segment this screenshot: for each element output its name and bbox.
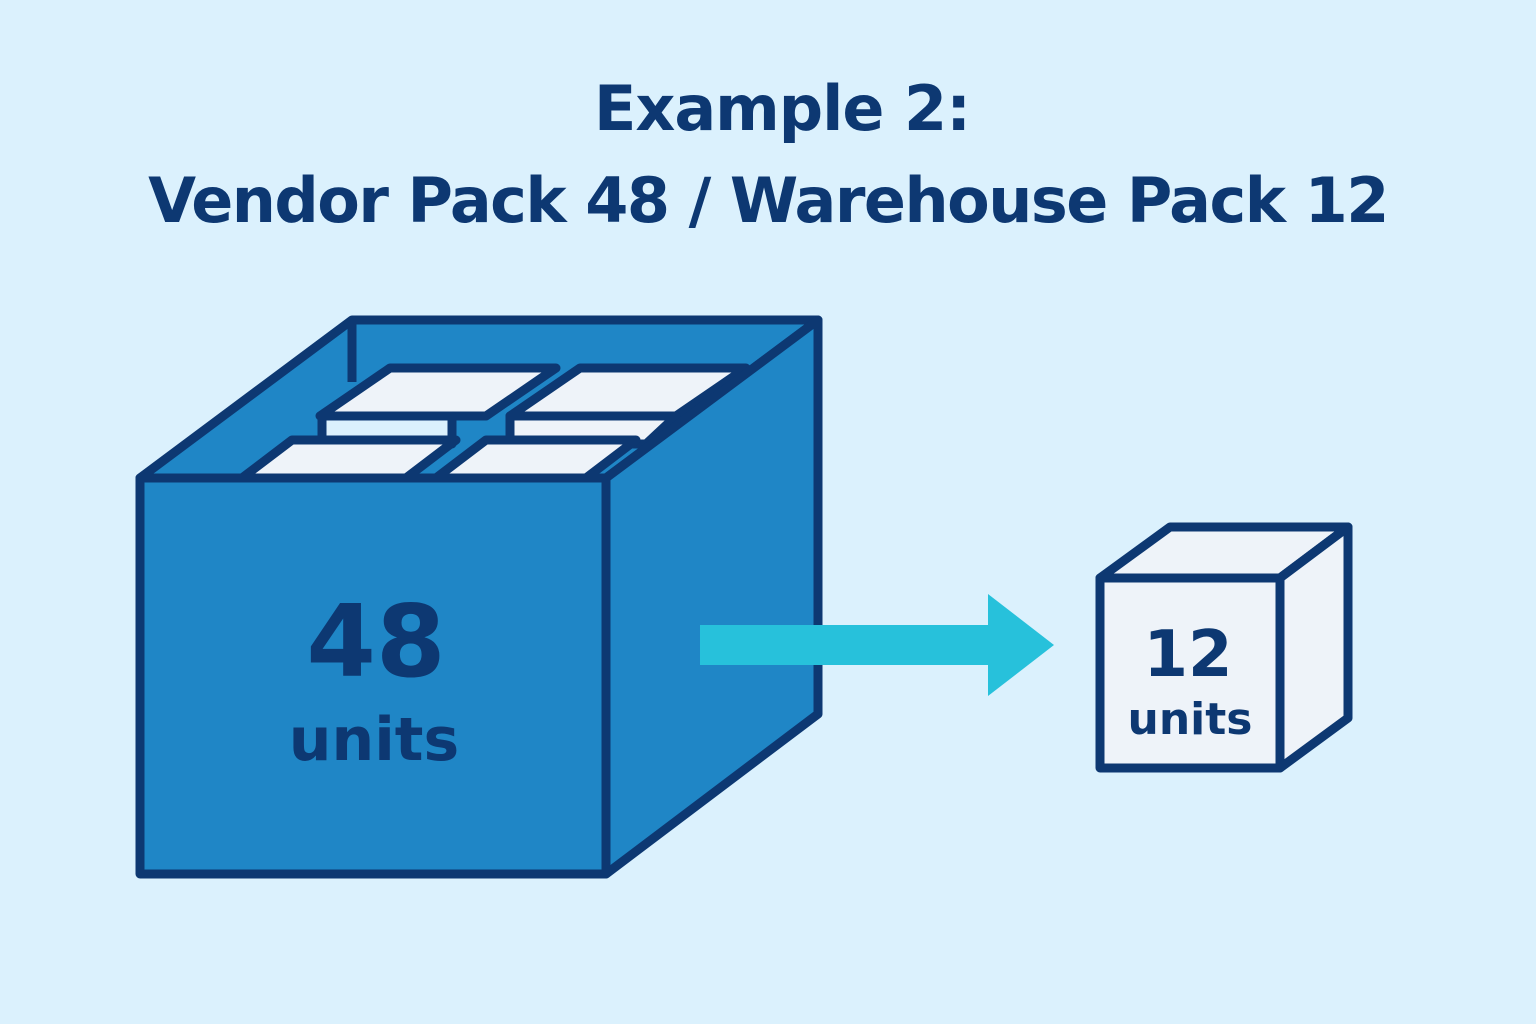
box-front-face [135,473,611,879]
arrow-right-icon [700,594,1054,696]
title-line-1: Example 2: [594,72,971,145]
vendor-unit-label: units [289,705,459,775]
title-line-2: Vendor Pack 48 / Warehouse Pack 12 [148,164,1389,237]
warehouse-pack-box [1095,522,1353,773]
warehouse-quantity: 12 [1143,618,1232,692]
warehouse-unit-label: units [1128,694,1253,745]
arrow-head [988,594,1054,696]
arrow-shaft [700,625,992,665]
small-box-front [1095,573,1285,773]
vendor-pack-box [135,315,823,879]
vendor-quantity: 48 [306,583,445,700]
